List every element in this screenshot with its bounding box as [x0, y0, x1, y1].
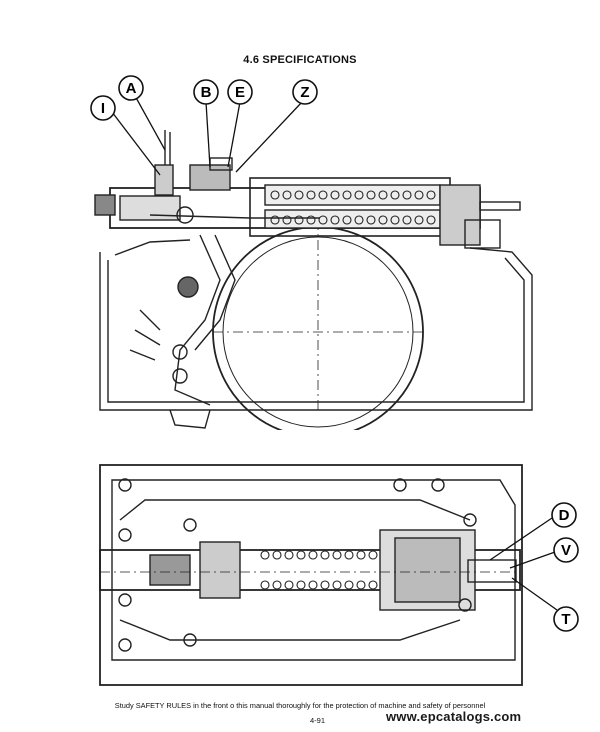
svg-text:Z: Z [300, 84, 309, 101]
callout-a: A [118, 75, 144, 101]
svg-text:I: I [101, 100, 105, 117]
svg-text:E: E [235, 84, 245, 101]
svg-text:D: D [559, 507, 570, 524]
safety-footer-note: Study SAFETY RULES in the front o this m… [114, 701, 486, 710]
callout-d: D [551, 502, 577, 528]
top-cross-section-diagram: I A B E Z [90, 75, 533, 430]
svg-text:V: V [561, 542, 571, 559]
svg-text:T: T [561, 611, 570, 628]
page-title: 4.6 SPECIFICATIONS [243, 54, 357, 66]
svg-text:A: A [126, 80, 137, 97]
callout-t: T [553, 606, 579, 632]
watermark: www.epcatalogs.com [386, 709, 522, 724]
callout-e: E [227, 79, 253, 105]
callout-b: B [193, 79, 219, 105]
page-number: 4-91 [310, 716, 326, 725]
svg-text:B: B [201, 84, 212, 101]
callout-i: I [90, 95, 116, 121]
bottom-cross-section-diagram: D V T [99, 464, 579, 686]
callout-z: Z [292, 79, 318, 105]
callout-v: V [553, 537, 579, 563]
